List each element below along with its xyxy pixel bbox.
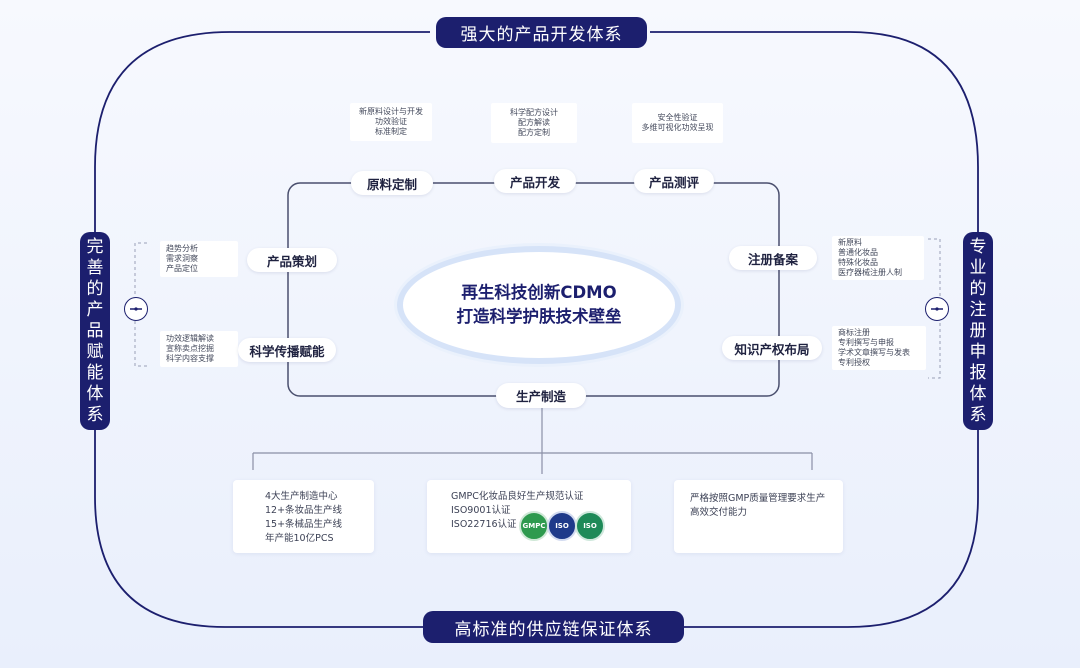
right-toggle-icon[interactable] xyxy=(925,297,949,321)
left-header-char: 品 xyxy=(86,320,104,341)
right-header-char: 册 xyxy=(969,320,987,341)
note-line: 功效逻辑解读 xyxy=(166,334,214,343)
top-header-pill: 强大的产品开发体系 xyxy=(436,17,647,48)
node-manufacturing[interactable]: 生产制造 xyxy=(496,383,586,408)
note-raw-material: 新原料设计与开发 功效验证 标准制定 xyxy=(350,103,432,141)
right-header-char: 系 xyxy=(969,404,987,425)
note-line: 科学内容支撑 xyxy=(166,354,214,363)
left-header-char: 赋 xyxy=(86,341,104,362)
card-line: 严格按照GMP质量管理要求生产 xyxy=(690,493,826,504)
note-product-eval: 安全性验证 多维可视化功效呈现 xyxy=(632,103,723,143)
node-registration[interactable]: 注册备案 xyxy=(729,246,817,270)
left-header-char: 系 xyxy=(86,404,104,425)
card-quality-management: 严格按照GMP质量管理要求生产 高效交付能力 xyxy=(674,480,843,553)
right-header-char: 专 xyxy=(969,236,987,257)
note-line: 多维可视化功效呈现 xyxy=(641,123,714,132)
note-line: 专利撰写与申报 xyxy=(838,338,894,347)
card-certifications: GMPC化妆品良好生产规范认证 ISO9001认证 ISO22716认证 GMP… xyxy=(427,480,631,553)
node-science-comm[interactable]: 科学传播赋能 xyxy=(238,338,336,362)
note-registration: 新原料 普通化妆品 特殊化妆品 医疗器械注册人制 xyxy=(832,236,924,280)
note-line: 专利授权 xyxy=(838,358,870,367)
note-line: 普通化妆品 xyxy=(838,248,878,257)
iso-green-certification-icon: ISO xyxy=(575,511,605,541)
right-header-char: 申 xyxy=(969,341,987,362)
left-toggle-icon[interactable] xyxy=(124,297,148,321)
note-line: 新原料设计与开发 xyxy=(359,107,423,116)
node-raw-material[interactable]: 原料定制 xyxy=(351,171,433,195)
center-title-line2: 打造科学护肤技术壁垒 xyxy=(456,307,622,326)
card-line: GMPC化妆品良好生产规范认证 xyxy=(451,491,584,502)
card-line: 高效交付能力 xyxy=(690,507,748,518)
node-product-eval[interactable]: 产品测评 xyxy=(634,169,714,193)
right-header-char: 体 xyxy=(969,383,987,404)
gmpc-certification-icon: GMPC xyxy=(519,511,549,541)
node-product-plan[interactable]: 产品策划 xyxy=(247,248,337,272)
bottom-header-pill: 高标准的供应链保证体系 xyxy=(423,611,684,643)
note-line: 新原料 xyxy=(838,238,862,247)
right-header-char: 业 xyxy=(969,257,987,278)
note-line: 宣称卖点挖掘 xyxy=(166,344,214,353)
card-line: 年产能10亿PCS xyxy=(265,533,334,544)
note-product-dev: 科学配方设计 配方解读 配方定制 xyxy=(491,103,577,143)
center-title-line1: 再生科技创新CDMO xyxy=(461,283,617,302)
right-header-char: 报 xyxy=(969,362,987,383)
left-header-char: 完 xyxy=(86,236,104,257)
left-header-char: 产 xyxy=(86,299,104,320)
note-product-plan: 趋势分析 需求洞察 产品定位 xyxy=(160,241,238,277)
node-ip-layout[interactable]: 知识产权布局 xyxy=(722,336,822,360)
note-line: 特殊化妆品 xyxy=(838,258,878,267)
note-line: 商标注册 xyxy=(838,328,870,337)
node-product-dev[interactable]: 产品开发 xyxy=(494,169,576,193)
note-line: 配方定制 xyxy=(518,128,550,137)
note-ip-layout: 商标注册 专利撰写与申报 学术文章撰写与发表 专利授权 xyxy=(832,326,926,370)
card-line: ISO9001认证 xyxy=(451,505,511,516)
left-vertical-header: 完 善 的 产 品 赋 能 体 系 xyxy=(80,232,110,430)
left-header-char: 的 xyxy=(86,278,104,299)
note-line: 配方解读 xyxy=(518,118,550,127)
left-header-char: 善 xyxy=(86,257,104,278)
note-line: 学术文章撰写与发表 xyxy=(838,348,910,357)
card-line: 15+条械品生产线 xyxy=(265,519,343,530)
card-line: 12+条妆品生产线 xyxy=(265,505,343,516)
note-line: 标准制定 xyxy=(375,127,407,136)
note-line: 产品定位 xyxy=(166,264,198,273)
note-line: 需求洞察 xyxy=(166,254,198,263)
note-science-comm: 功效逻辑解读 宣称卖点挖掘 科学内容支撑 xyxy=(160,331,238,367)
right-header-char: 注 xyxy=(969,299,987,320)
note-line: 趋势分析 xyxy=(166,244,198,253)
note-line: 医疗器械注册人制 xyxy=(838,268,902,277)
right-header-char: 的 xyxy=(969,278,987,299)
card-production-capacity: 4大生产制造中心 12+条妆品生产线 15+条械品生产线 年产能10亿PCS xyxy=(233,480,374,553)
center-ellipse: 再生科技创新CDMO 打造科学护肤技术壁垒 xyxy=(403,252,675,358)
card-line: 4大生产制造中心 xyxy=(265,491,338,502)
left-header-char: 体 xyxy=(86,383,104,404)
left-header-char: 能 xyxy=(86,362,104,383)
right-vertical-header: 专 业 的 注 册 申 报 体 系 xyxy=(963,232,993,430)
note-line: 安全性验证 xyxy=(657,113,698,122)
note-line: 功效验证 xyxy=(375,117,407,126)
note-line: 科学配方设计 xyxy=(510,108,558,117)
iso-certification-icon: ISO xyxy=(547,511,577,541)
card-line: ISO22716认证 xyxy=(451,519,517,530)
